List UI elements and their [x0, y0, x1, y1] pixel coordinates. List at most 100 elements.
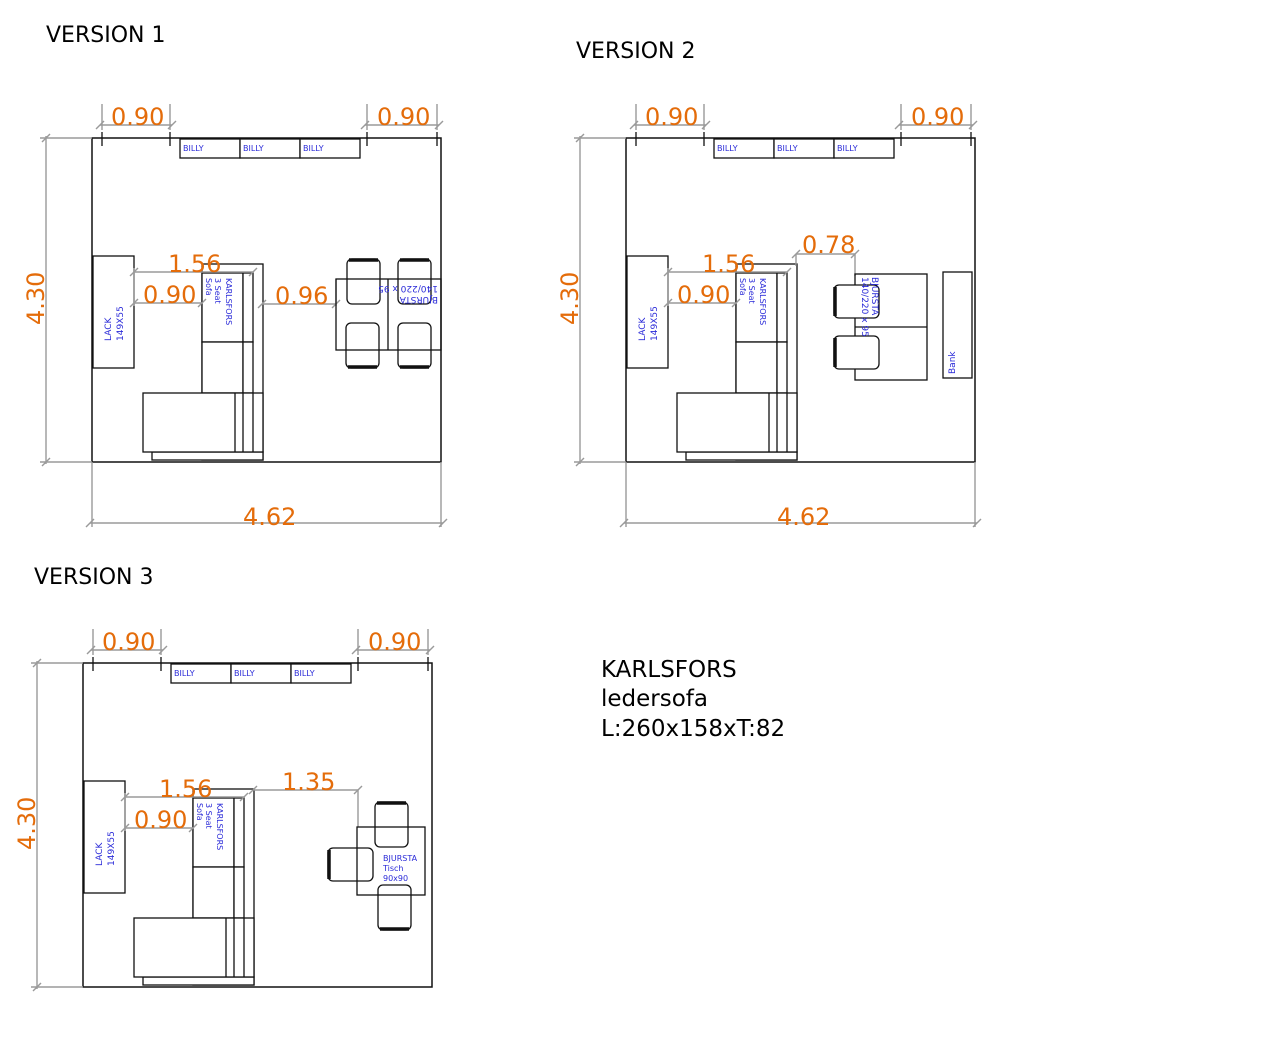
lack-table [92, 255, 135, 369]
sofa-arm [776, 272, 788, 343]
dimension-tick [32, 982, 42, 992]
sofa-chaise [142, 392, 264, 453]
dimension-tick [663, 267, 673, 277]
table-label: BJURSTA [383, 854, 418, 863]
chair-seat [397, 322, 432, 369]
dim-height-label: 4.30 [13, 797, 41, 850]
version-3-title: VERSION 3 [34, 565, 153, 590]
chair-seat [346, 258, 381, 305]
dim-lack-gap: 0.90 [663, 281, 741, 309]
dimension-tick [701, 120, 711, 130]
dim-table-gap-label: 0.78 [802, 231, 855, 259]
dimension-tick [351, 645, 361, 655]
dim-height: 4.30 [556, 133, 585, 467]
billy-shelf [833, 138, 895, 159]
dimension-tick [248, 785, 258, 795]
dim-top-right-label: 0.90 [911, 103, 964, 131]
dim-height: 4.30 [13, 658, 42, 992]
dimension-tick [972, 518, 982, 528]
chair [374, 801, 409, 848]
sofa-type: Sofa [204, 278, 213, 296]
dimension-tick [129, 298, 139, 308]
dim-lack-gap-label: 0.90 [134, 806, 187, 834]
dim-table-gap: 0.78 [791, 231, 860, 259]
dim-width: 4.62 [619, 503, 982, 531]
billy-shelf [299, 138, 361, 159]
billy-label: BILLY [234, 669, 255, 678]
dim-top-right: 0.90 [360, 103, 444, 131]
table-label: BJURSTA [869, 277, 879, 316]
dim-table-gap-label: 1.35 [282, 768, 335, 796]
dimension-tick [158, 645, 168, 655]
room-walls [625, 137, 976, 463]
dimension-tick [434, 120, 444, 130]
bench-label: Bank [948, 351, 958, 374]
dimension-tick [731, 298, 741, 308]
dim-sofa-span-label: 1.56 [168, 250, 221, 278]
billy-label: BILLY [174, 669, 195, 678]
chair [833, 284, 880, 319]
dimension-tick [41, 457, 51, 467]
sofa-arm [242, 272, 254, 343]
dimension-tick [120, 823, 130, 833]
version-2-title: VERSION 2 [576, 39, 695, 64]
dimension-tick [129, 267, 139, 277]
dimension-tick [575, 457, 585, 467]
table-size: 90x90 [383, 874, 408, 883]
dimension-tick [188, 823, 198, 833]
dim-top-right-label: 0.90 [377, 103, 430, 131]
version-1-title: VERSION 1 [46, 23, 165, 48]
sofa-label: KARLSFORS [215, 803, 224, 850]
sofa-base [685, 451, 798, 461]
dim-top-right: 0.90 [351, 628, 435, 656]
room-walls [82, 662, 433, 988]
dim-table-gap: 1.35 [248, 768, 363, 796]
sofa-seats: 3 Seat [213, 278, 222, 304]
dimension-tick [85, 518, 95, 528]
dimension-tick [968, 120, 978, 130]
sofa-seats: 3 Seat [204, 803, 213, 829]
dim-top-left: 0.90 [629, 103, 711, 131]
note-line-1: KARLSFORS [601, 657, 737, 683]
billy-label: BILLY [243, 144, 264, 153]
sofa-type: Sofa [738, 278, 747, 296]
dimension-tick [663, 298, 673, 308]
dim-height-label: 4.30 [556, 272, 584, 325]
table-size: 140/220 x 95 [859, 277, 869, 337]
chair [833, 335, 880, 370]
sofa-chaise [676, 392, 798, 453]
dimension-tick [425, 645, 435, 655]
billy-shelf [290, 663, 352, 684]
sofa-chaise [133, 917, 255, 978]
lack-size: 149X55 [116, 306, 126, 341]
dim-lack-gap: 0.90 [120, 806, 198, 834]
dimension-tick [438, 518, 448, 528]
dimension-tick [86, 645, 96, 655]
dim-height-label: 4.30 [22, 272, 50, 325]
chair [346, 258, 381, 305]
lack-size: 149X55 [107, 831, 117, 866]
sofa-cushion [192, 866, 235, 919]
sofa-base [142, 976, 255, 986]
billy-label: BILLY [183, 144, 204, 153]
dim-lack-gap-label: 0.90 [677, 281, 730, 309]
dim-sofa-span: 1.56 [129, 250, 258, 278]
dim-height: 4.30 [22, 133, 51, 467]
sofa-arm [233, 866, 245, 919]
dimension-tick [575, 133, 585, 143]
sofa-arm [776, 341, 788, 394]
sofa-seats: 3 Seat [747, 278, 756, 304]
dimension-tick [894, 120, 904, 130]
chair [397, 258, 432, 305]
dimension-tick [197, 298, 207, 308]
dim-lack-gap: 0.90 [129, 281, 207, 309]
dim-sofa-span: 1.56 [120, 775, 249, 803]
bench [942, 271, 973, 379]
sofa-cushion [201, 272, 244, 343]
sofa-arm [233, 797, 245, 868]
dim-top-right: 0.90 [894, 103, 978, 131]
